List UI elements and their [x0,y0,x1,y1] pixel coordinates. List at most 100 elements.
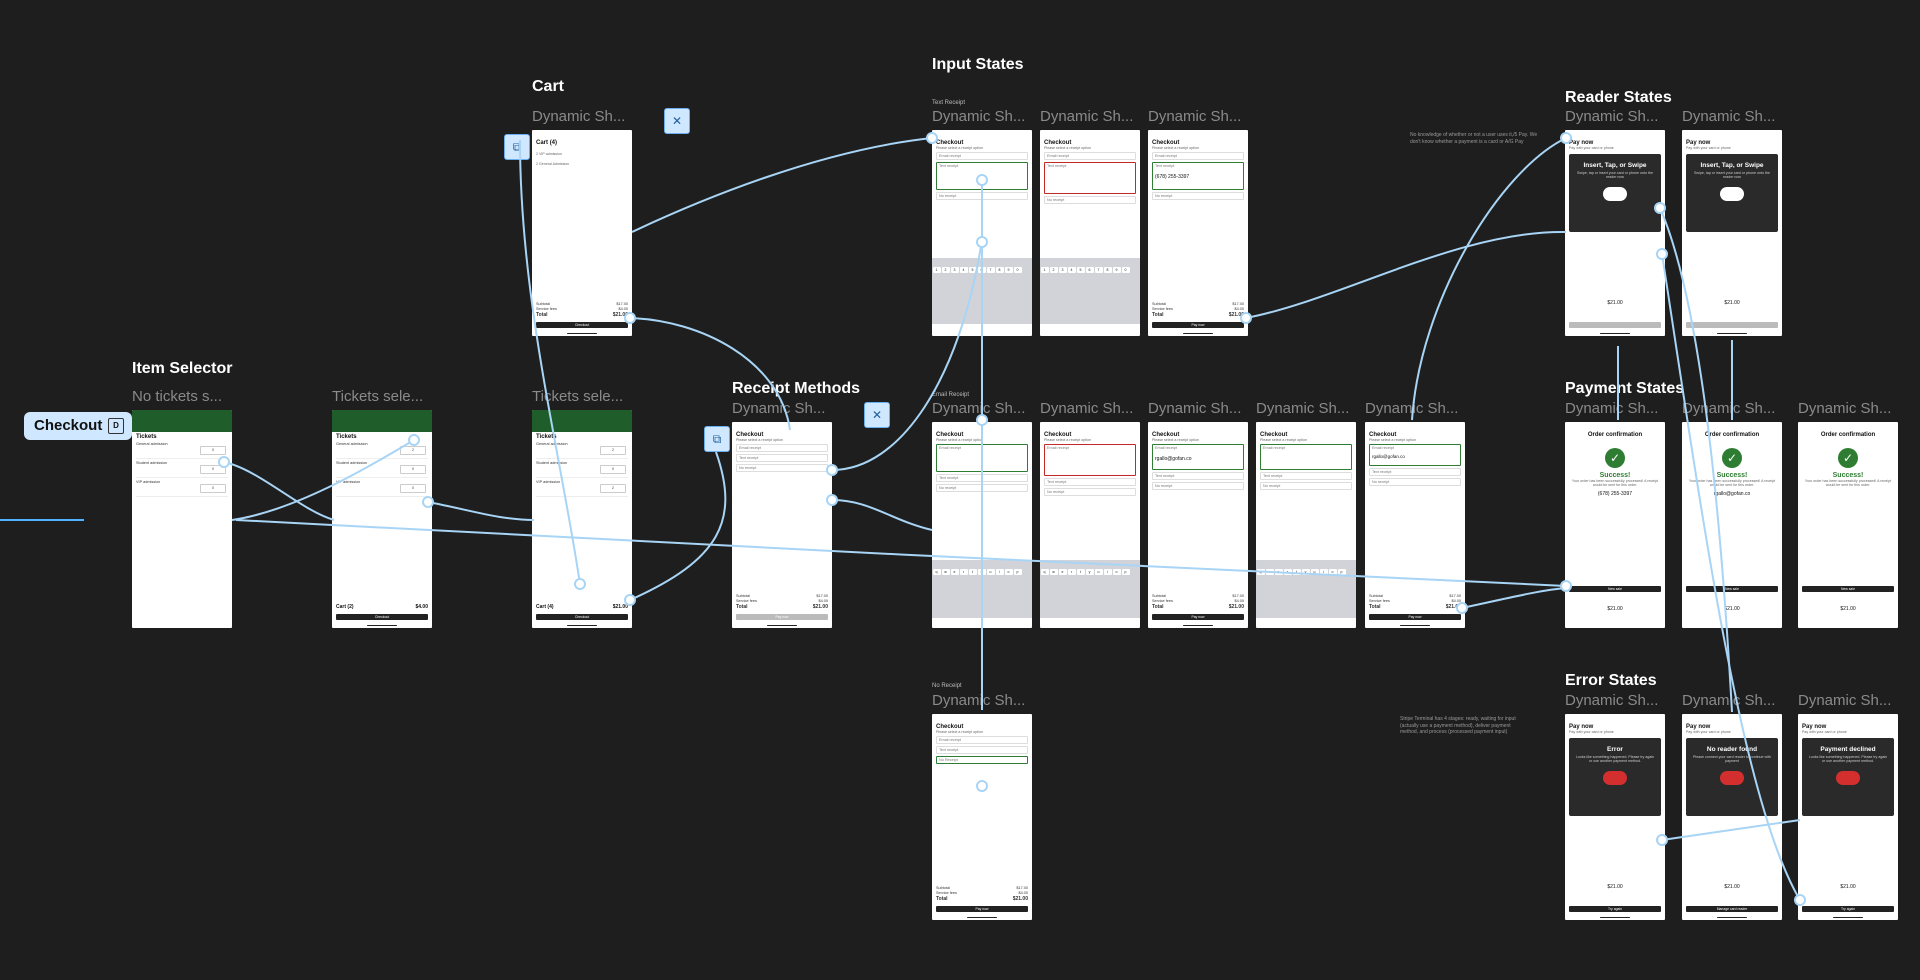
text-receipt-option[interactable]: Text receipt [1152,472,1244,480]
text-receipt-option-error[interactable]: Text receipt [1044,162,1136,194]
screen-text-receipt-2[interactable]: Checkout Please select a receipt option … [1040,130,1140,336]
cart-item[interactable]: 2 VIP admission [536,152,562,156]
email-receipt-option-error[interactable]: Email receipt [1044,444,1136,476]
email-value[interactable]: rgallo@gofan.co [1372,454,1405,459]
screen-cart[interactable]: Cart (4) 2 VIP admission 2 General Admis… [532,130,632,336]
quantity-stepper[interactable]: 0 [200,465,226,474]
checkout-button[interactable]: Checkout [336,614,428,620]
text-receipt-option[interactable]: Text receipt (678) 255-3397 [1152,162,1244,190]
screen-email-receipt-4[interactable]: Checkout Please select a receipt option … [1256,422,1356,628]
overlay-open-icon[interactable]: ⧉ [704,426,730,452]
no-receipt-option[interactable]: No Receipt [936,756,1028,764]
no-receipt-option[interactable]: No receipt [1044,488,1136,496]
processing-button[interactable] [1686,322,1778,328]
overlay-close-icon[interactable]: ✕ [664,108,690,134]
text-receipt-option[interactable]: Text receipt [1044,478,1136,486]
quantity-stepper[interactable]: 2 [600,446,626,455]
cart-bar[interactable]: Cart (2)$4.00 [336,604,428,610]
screen-email-receipt-5[interactable]: Checkout Please select a receipt option … [1365,422,1465,628]
screen-payment-success-text[interactable]: Order confirmation ✓ Success! Your order… [1565,422,1665,628]
no-receipt-option[interactable]: No receipt [1369,478,1461,486]
new-sale-button[interactable]: New sale [1686,586,1778,592]
phone-value[interactable]: (678) 255-3397 [1155,174,1190,180]
email-receipt-option[interactable]: Email receipt [1152,152,1244,160]
new-sale-button[interactable]: New sale [1802,586,1894,592]
cart-item[interactable]: 2 General Admission [536,162,570,166]
frame-label-tickets-selected-2[interactable]: Tickets sele... [532,388,624,405]
frame-label-payment-1[interactable]: Dynamic Sh... [1565,400,1659,417]
quantity-stepper[interactable]: 2 [600,484,626,493]
frame-label-no-tickets[interactable]: No tickets s... [132,388,223,405]
try-again-button[interactable]: Try again [1569,906,1661,912]
frame-label-input-2[interactable]: Dynamic Sh... [1040,108,1134,125]
pay-now-button[interactable]: Pay now [1152,614,1244,620]
screen-payment-declined[interactable]: Pay now Pay with your card or phone Paym… [1798,714,1898,920]
try-again-button[interactable]: Try again [1802,906,1894,912]
frame-label-email-5[interactable]: Dynamic Sh... [1365,400,1459,417]
pay-now-button[interactable]: Pay now [1152,322,1244,328]
frame-label-tickets-selected-1[interactable]: Tickets sele... [332,388,424,405]
no-receipt-option[interactable]: No receipt [1044,196,1136,204]
frame-label-error-1[interactable]: Dynamic Sh... [1565,692,1659,709]
processing-button[interactable] [1569,322,1661,328]
email-receipt-option[interactable]: Email receipt rgallo@gofan.co [1369,444,1461,466]
text-receipt-option[interactable]: Text receipt [1260,472,1352,480]
frame-label-reader-1[interactable]: Dynamic Sh... [1565,108,1659,125]
no-receipt-option[interactable]: No receipt [1152,482,1244,490]
frame-label-reader-2[interactable]: Dynamic Sh... [1682,108,1776,125]
email-receipt-option[interactable]: Email receipt rgallo@gofan.co [1152,444,1244,470]
screen-no-receipt[interactable]: Checkout Please select a receipt option … [932,714,1032,920]
frame-label-no-receipt[interactable]: Dynamic Sh... [932,692,1026,709]
checkout-button[interactable]: Checkout [536,614,628,620]
email-receipt-option[interactable]: Email receipt [736,444,828,452]
email-receipt-option[interactable]: Email receipt [1044,152,1136,160]
new-sale-button[interactable]: New sale [1569,586,1661,592]
frame-label-input-3[interactable]: Dynamic Sh... [1148,108,1242,125]
quantity-stepper[interactable]: 0 [200,446,226,455]
frame-label-email-3[interactable]: Dynamic Sh... [1148,400,1242,417]
screen-payment-success-email[interactable]: Order confirmation ✓ Success! Your order… [1682,422,1782,628]
flow-start-checkout-tag[interactable]: Checkout D [24,412,132,440]
pay-now-button[interactable]: Pay now [936,906,1028,912]
screen-payment-success-none[interactable]: Order confirmation ✓ Success! Your order… [1798,422,1898,628]
screen-reader-1[interactable]: Pay now Pay with your card or phone Inse… [1565,130,1665,336]
cart-bar[interactable]: Cart (4)$21.00 [536,604,628,610]
email-receipt-option[interactable]: Email receipt [1260,444,1352,470]
email-value[interactable]: rgallo@gofan.co [1155,456,1192,462]
frame-label-cart[interactable]: Dynamic Sh... [532,108,626,125]
quantity-stepper[interactable]: 0 [400,484,426,493]
manage-reader-button[interactable]: Manage card reader [1686,906,1778,912]
frame-label-email-4[interactable]: Dynamic Sh... [1256,400,1350,417]
text-receipt-option[interactable]: Text receipt [1369,468,1461,476]
no-receipt-option[interactable]: No receipt [1260,482,1352,490]
quantity-stepper[interactable]: 2 [400,446,426,455]
overlay-open-icon[interactable]: ⧉ [504,134,530,160]
screen-error[interactable]: Pay now Pay with your card or phone Erro… [1565,714,1665,920]
screen-email-receipt-2[interactable]: Checkout Please select a receipt option … [1040,422,1140,628]
frame-label-error-3[interactable]: Dynamic Sh... [1798,692,1892,709]
frame-label-email-1[interactable]: Dynamic Sh... [932,400,1026,417]
quantity-stepper[interactable]: 0 [400,465,426,474]
text-receipt-option[interactable]: Text receipt [936,746,1028,754]
checkout-button[interactable]: Checkout [536,322,628,328]
screen-email-receipt-3[interactable]: Checkout Please select a receipt option … [1148,422,1248,628]
frame-label-error-2[interactable]: Dynamic Sh... [1682,692,1776,709]
email-receipt-option[interactable]: Email receipt [936,152,1028,160]
pay-now-button[interactable]: Pay now [736,614,828,620]
quantity-stepper[interactable]: 0 [600,465,626,474]
pay-now-button[interactable]: Pay now [1369,614,1461,620]
